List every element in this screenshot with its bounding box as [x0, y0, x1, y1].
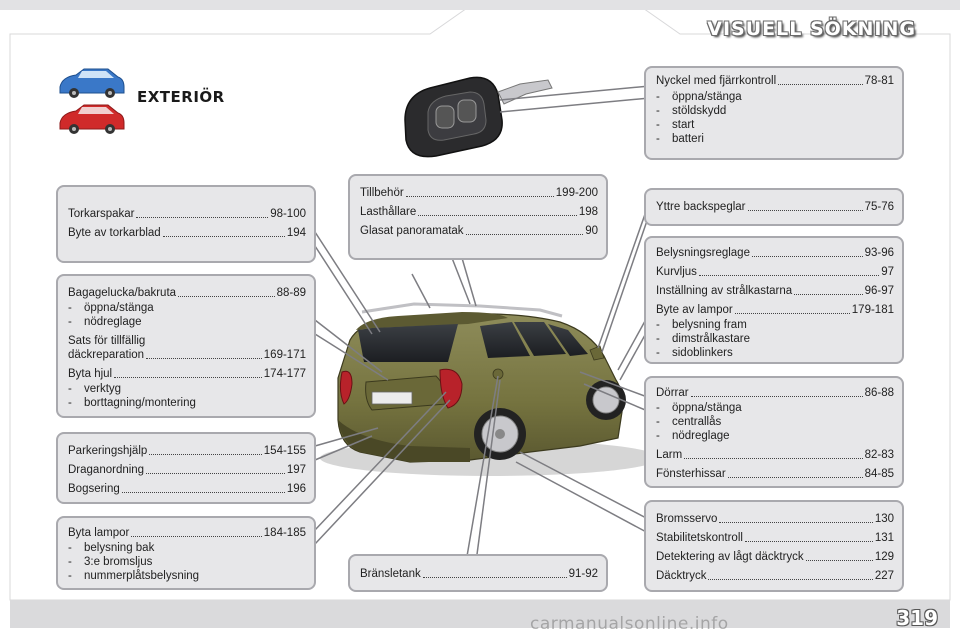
- sub-item: -stöldskydd: [656, 105, 727, 117]
- leader-lines: [314, 85, 651, 563]
- watermark: carmanualsonline.info: [530, 614, 729, 634]
- sub-item: -belysning fram: [656, 319, 747, 331]
- sub-item: -3:e bromsljus: [68, 556, 153, 568]
- exterior-blue-car-icon[interactable]: [59, 68, 125, 98]
- interior-red-car-icon[interactable]: [59, 104, 125, 134]
- page-title: VISUELL SÖKNING: [707, 18, 916, 40]
- sub-item: -verktyg: [68, 383, 122, 395]
- section-title-exterior: EXTERIÖR: [137, 88, 225, 106]
- sub-item: -öppna/stänga: [656, 91, 742, 103]
- sub-item: -belysning bak: [68, 542, 155, 554]
- sub-item: -start: [656, 119, 695, 131]
- sub-item: -sidoblinkers: [656, 347, 733, 359]
- sub-item: -nödreglage: [68, 316, 142, 328]
- sub-item: -nummerplåtsbelysning: [68, 570, 200, 582]
- sub-item: -nödreglage: [656, 430, 730, 442]
- sub-item: -öppna/stänga: [68, 302, 154, 314]
- sub-item: -öppna/stänga: [656, 402, 742, 414]
- sub-item: -centrallås: [656, 416, 722, 428]
- page-number: 319: [896, 606, 938, 630]
- sub-item: -batteri: [656, 133, 704, 145]
- sub-item: -borttagning/montering: [68, 397, 196, 409]
- sub-item: -dimstrålkastare: [656, 333, 750, 345]
- key-fob-icon: [404, 76, 553, 158]
